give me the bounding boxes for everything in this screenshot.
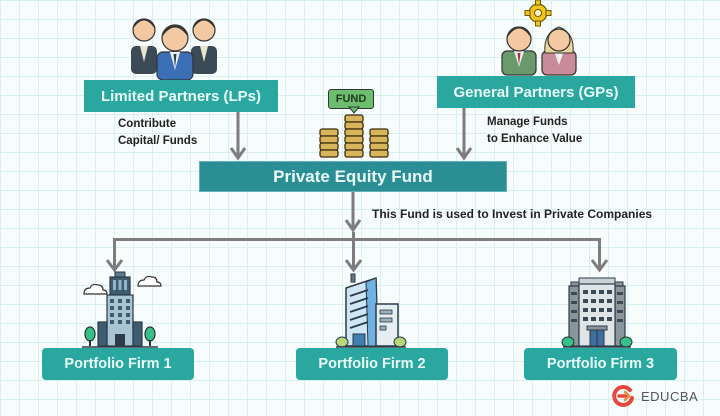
firm1-down-arrow-icon	[105, 238, 124, 273]
hotel-building-icon	[561, 277, 633, 348]
coin-stacks-icon	[319, 106, 389, 158]
lp-down-arrow-icon	[229, 112, 247, 161]
educba-watermark: EDUCBA	[612, 384, 698, 408]
lp-caption-line2: Capital/ Funds	[118, 135, 198, 147]
skyscraper-icon	[82, 271, 162, 348]
fund-caption: This Fund is used to Invest in Private C…	[372, 207, 653, 221]
general-partners-people-icon	[501, 0, 577, 76]
lp-caption: Contribute Capital/ Funds	[118, 116, 197, 150]
educba-brand-text: EDUCBA	[641, 388, 699, 404]
portfolio-firm-1-label: Portfolio Firm 1	[64, 356, 172, 372]
general-partners-box: General Partners (GPs)	[437, 76, 635, 108]
fund-sign-label: FUND	[335, 93, 367, 105]
fund-sign-icon: FUND	[328, 89, 374, 109]
portfolio-firm-2-box: Portfolio Firm 2	[296, 348, 448, 380]
firm2-down-arrow-icon	[344, 238, 363, 273]
limited-partners-label: Limited Partners (LPs)	[100, 87, 262, 105]
office-building-icon	[335, 273, 407, 348]
gp-caption: Manage Funds to Enhance Value	[487, 114, 582, 148]
portfolio-firm-1-box: Portfolio Firm 1	[42, 348, 194, 380]
private-equity-fund-label: Private Equity Fund	[273, 166, 433, 186]
general-partners-label: General Partners (GPs)	[453, 83, 619, 101]
limited-partners-people-icon	[131, 18, 217, 81]
firm3-down-arrow-icon	[590, 238, 609, 273]
portfolio-firm-3-label: Portfolio Firm 3	[546, 356, 655, 372]
limited-partners-box: Limited Partners (LPs)	[84, 80, 278, 112]
distribution-line	[113, 238, 599, 241]
portfolio-firm-3-box: Portfolio Firm 3	[524, 348, 677, 380]
distribution-center-stem	[352, 232, 355, 240]
private-equity-fund-box: Private Equity Fund	[199, 161, 507, 192]
lp-caption-line1: Contribute	[118, 118, 177, 130]
fund-down-arrow-icon	[344, 192, 362, 233]
gp-caption-line2: to Enhance Value	[487, 133, 583, 145]
educba-logo-icon	[612, 384, 634, 407]
gp-caption-line1: Manage Funds	[487, 116, 568, 128]
portfolio-firm-2-label: Portfolio Firm 2	[318, 356, 426, 372]
gp-down-arrow-icon	[455, 108, 473, 161]
